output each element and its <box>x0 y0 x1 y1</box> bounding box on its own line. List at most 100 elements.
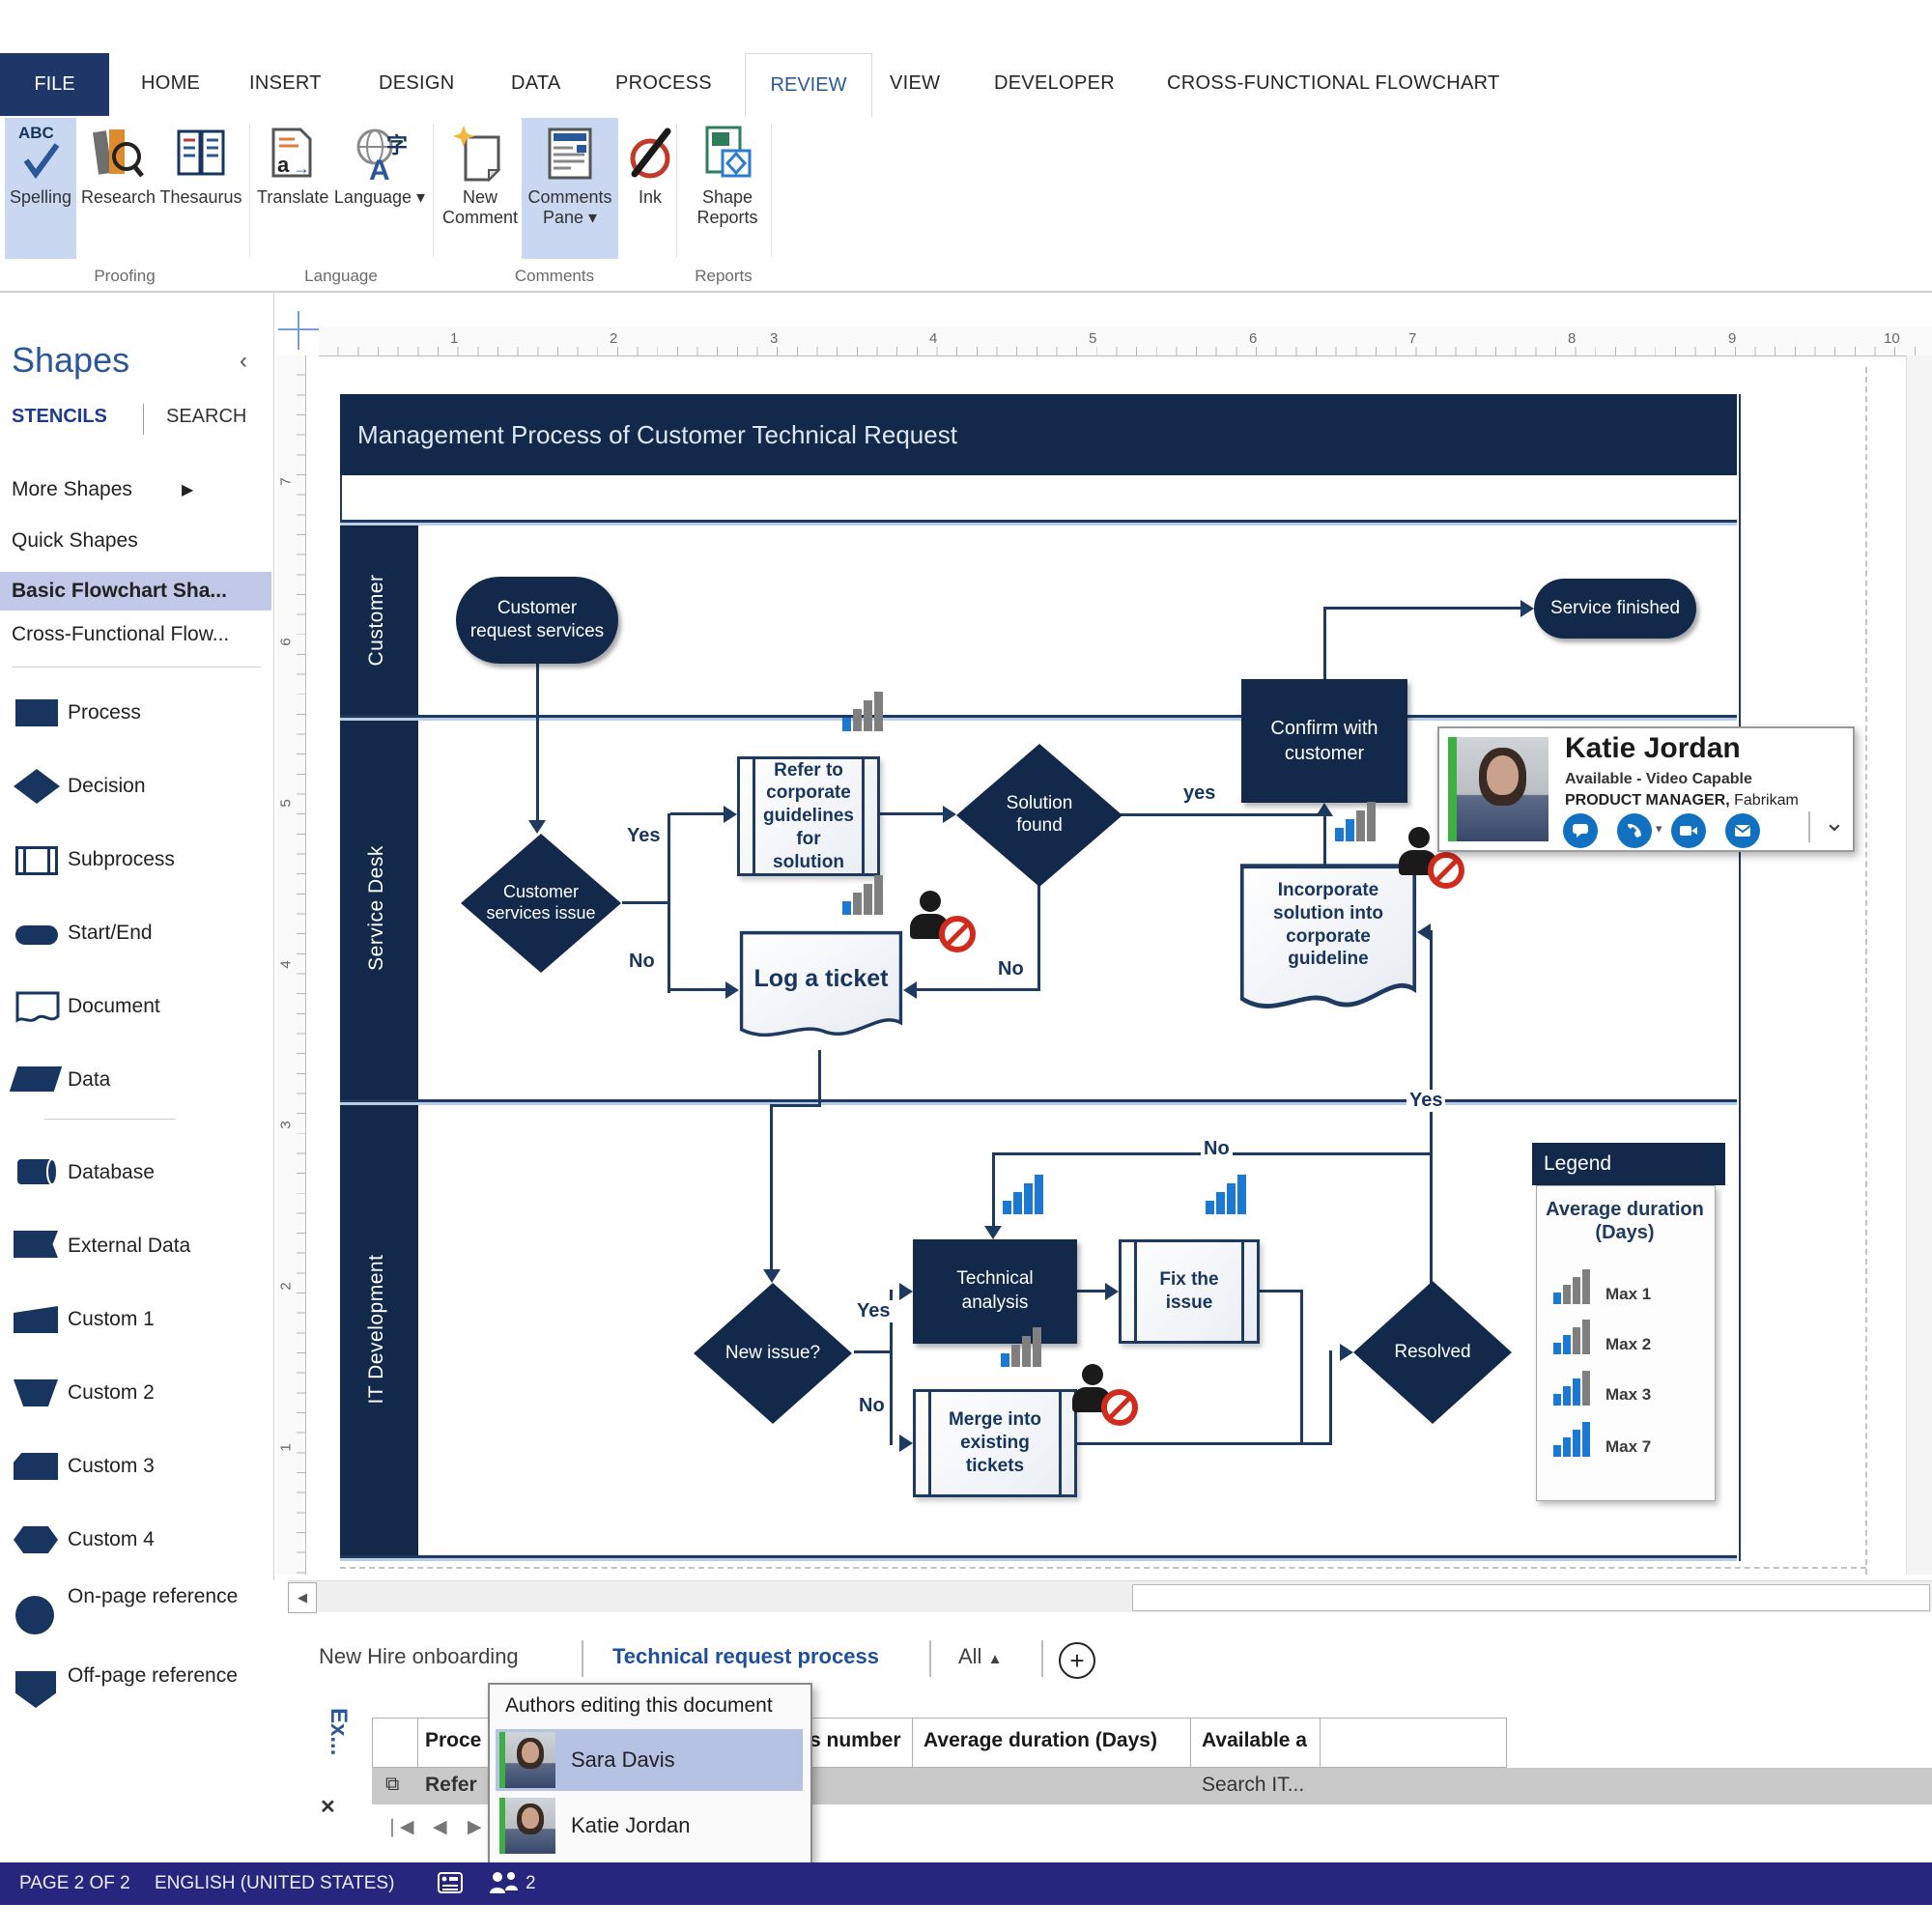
data-shape-icon[interactable] <box>9 1066 63 1092</box>
connector[interactable] <box>622 901 670 904</box>
node-merge-into-existing-tickets[interactable]: Merge into existing tickets <box>913 1389 1077 1497</box>
connector[interactable] <box>1329 1350 1332 1444</box>
column-header-average-duration[interactable]: Average duration (Days) <box>923 1729 1157 1751</box>
tab-search[interactable]: SEARCH <box>166 406 247 427</box>
connector[interactable] <box>668 813 670 993</box>
node-incorporate-solution[interactable]: Incorporate solution into corporate guid… <box>1239 863 1417 1027</box>
connector[interactable] <box>770 1104 773 1273</box>
shape-label[interactable]: Process <box>68 701 141 724</box>
connector[interactable] <box>1075 1290 1107 1293</box>
coauthors-icon[interactable] <box>488 1870 521 1901</box>
flowchart-frame[interactable] <box>340 394 1741 1561</box>
subprocess-shape-icon[interactable] <box>15 846 58 875</box>
author-row-sara-davis[interactable]: Sara Davis <box>496 1729 803 1791</box>
tab-stencils[interactable]: STENCILS <box>12 406 107 427</box>
custom-3-shape-icon[interactable] <box>14 1453 58 1480</box>
column-header-available[interactable]: Available a <box>1202 1729 1307 1751</box>
tab-process[interactable]: PROCESS <box>615 72 712 94</box>
start-end-shape-icon[interactable] <box>15 925 58 945</box>
page-tab-technical-request-process[interactable]: Technical request process <box>612 1644 879 1668</box>
connector[interactable] <box>818 1050 821 1106</box>
database-shape-icon[interactable] <box>14 1155 60 1193</box>
contact-card[interactable]: Katie Jordan Available - Video Capable P… <box>1437 726 1855 852</box>
shape-label[interactable]: Subprocess <box>68 848 175 870</box>
page-tab-new-hire-onboarding[interactable]: New Hire onboarding <box>319 1644 519 1668</box>
tab-home[interactable]: HOME <box>141 72 201 94</box>
video-call-button[interactable] <box>1671 813 1706 848</box>
spelling-button[interactable]: ABC Spelling <box>5 118 76 259</box>
tab-insert[interactable]: INSERT <box>249 72 322 94</box>
research-button[interactable]: Research <box>81 118 156 259</box>
external-data-window-tab[interactable]: Ex... <box>326 1708 352 1756</box>
connector[interactable] <box>917 988 1040 991</box>
thesaurus-button[interactable]: Thesaurus <box>156 118 245 259</box>
custom-1-shape-icon[interactable] <box>14 1306 58 1333</box>
node-log-a-ticket[interactable]: Log a ticket <box>739 930 903 1050</box>
horizontal-ruler[interactable] <box>319 327 1932 356</box>
connector[interactable] <box>770 1104 821 1107</box>
vertical-ruler[interactable] <box>276 355 306 1575</box>
horizontal-scrollbar-thumb[interactable] <box>1132 1584 1930 1611</box>
tab-data[interactable]: DATA <box>511 72 561 94</box>
off-page-reference-shape-icon[interactable] <box>15 1671 56 1708</box>
next-record-icon[interactable]: ▶ <box>468 1817 482 1837</box>
shape-label[interactable]: External Data <box>68 1235 191 1257</box>
connector[interactable] <box>1323 608 1326 681</box>
shape-label[interactable]: On-page reference <box>68 1585 239 1607</box>
shape-label[interactable]: Custom 1 <box>68 1308 155 1330</box>
tab-file[interactable]: FILE <box>0 53 109 116</box>
shape-label[interactable]: Data <box>68 1068 111 1091</box>
decision-shape-icon[interactable] <box>14 769 60 804</box>
quick-shapes-item[interactable]: Quick Shapes <box>12 529 138 552</box>
node-customer-request-services[interactable]: Customer request services <box>456 577 618 664</box>
author-row-katie-jordan[interactable]: Katie Jordan <box>496 1795 803 1857</box>
translate-button[interactable]: a→ Translate <box>257 118 328 259</box>
more-shapes-item[interactable]: More Shapes <box>12 478 132 500</box>
connector[interactable] <box>670 988 727 991</box>
connector[interactable] <box>1075 1442 1332 1445</box>
connector[interactable] <box>1430 1152 1433 1285</box>
node-refer-to-corporate-guidelines[interactable]: Refer to corporate guidelines for soluti… <box>737 756 880 876</box>
connector[interactable] <box>890 1350 893 1445</box>
shape-label[interactable]: Off-page reference <box>68 1664 238 1687</box>
connector[interactable] <box>1037 883 1040 991</box>
all-pages-button[interactable]: All ▲ <box>958 1644 1003 1668</box>
connector[interactable] <box>1323 816 1326 865</box>
process-shape-icon[interactable] <box>15 699 58 726</box>
stencil-cross-functional[interactable]: Cross-Functional Flow... <box>12 623 230 645</box>
connector[interactable] <box>880 812 945 815</box>
shape-label[interactable]: Database <box>68 1161 155 1183</box>
node-technical-analysis[interactable]: Technical analysis <box>913 1239 1077 1344</box>
node-fix-the-issue[interactable]: Fix the issue <box>1119 1239 1260 1344</box>
scroll-left-button[interactable]: ◀ <box>288 1582 317 1613</box>
call-dropdown-icon[interactable]: ▾ <box>1656 821 1662 836</box>
column-header-number[interactable]: s number <box>810 1729 901 1751</box>
connector[interactable] <box>670 812 725 815</box>
tab-developer[interactable]: DEVELOPER <box>994 72 1115 94</box>
shape-label[interactable]: Start/End <box>68 922 153 944</box>
email-button[interactable] <box>1725 813 1760 848</box>
shape-label[interactable]: Custom 2 <box>68 1381 155 1404</box>
connector[interactable] <box>1121 813 1326 816</box>
insert-page-button[interactable]: + <box>1059 1642 1095 1679</box>
legend-header[interactable]: Legend <box>1532 1143 1725 1185</box>
status-language[interactable]: ENGLISH (UNITED STATES) <box>155 1873 395 1893</box>
connector[interactable] <box>854 1350 893 1353</box>
status-page-indicator[interactable]: PAGE 2 OF 2 <box>19 1873 130 1893</box>
connector[interactable] <box>992 1152 995 1228</box>
previous-record-icon[interactable]: ◀ <box>433 1817 447 1837</box>
connector[interactable] <box>1258 1290 1303 1293</box>
call-button[interactable] <box>1617 813 1652 848</box>
shape-label[interactable]: Document <box>68 995 160 1017</box>
connector[interactable] <box>1300 1290 1303 1445</box>
shape-label[interactable]: Custom 3 <box>68 1455 155 1477</box>
first-record-icon[interactable]: ❘◀ <box>384 1817 414 1837</box>
table-cell-search[interactable]: Search IT... <box>1202 1774 1305 1796</box>
column-header-process[interactable]: Proce <box>425 1729 482 1751</box>
stencil-basic-flowchart[interactable]: Basic Flowchart Sha... <box>0 572 271 611</box>
im-chat-button[interactable] <box>1563 813 1598 848</box>
